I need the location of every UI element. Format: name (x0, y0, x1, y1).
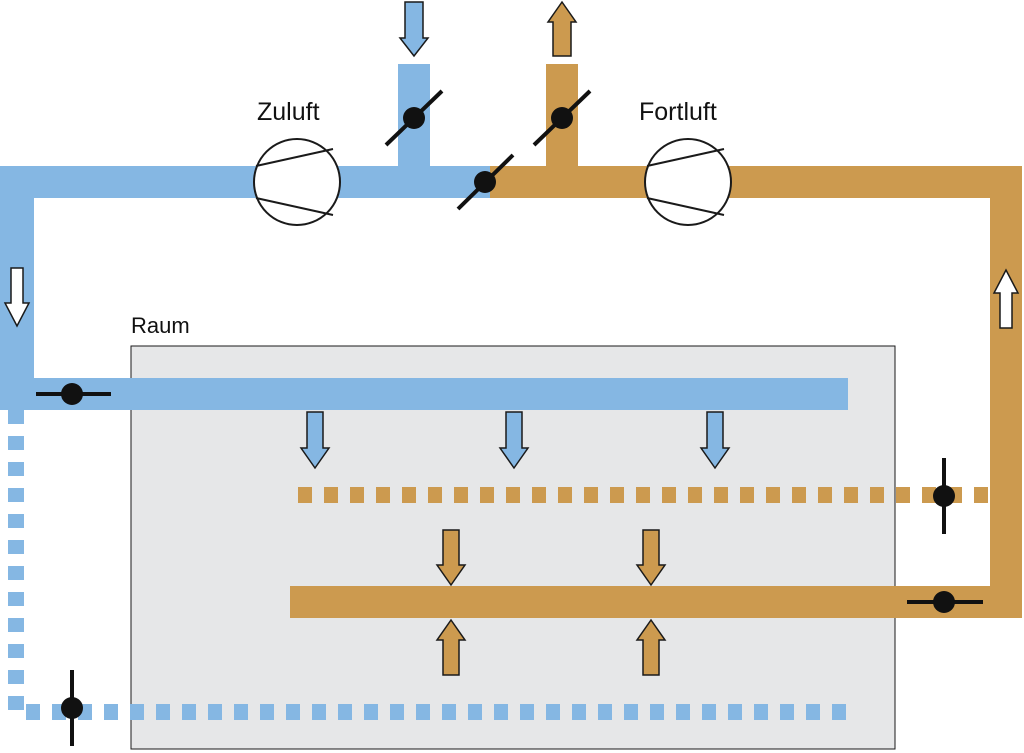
room-extract-arrow-icon (435, 618, 467, 676)
room-label: Raum (131, 313, 190, 338)
outlet-arrow-icon (546, 0, 578, 57)
room-supply-arrow-icon (699, 411, 731, 470)
exhaust-duct-system (290, 64, 1022, 618)
exhaust-duct-room (290, 586, 1022, 618)
exhaust-fan-icon (644, 138, 732, 226)
room-extract-arrow-icon (635, 529, 667, 587)
exhaust-outlet-damper-icon (532, 89, 592, 147)
supply-valve-horizontal-icon (36, 383, 111, 405)
supply-duct-room (0, 378, 848, 410)
exhaust-duct-right (990, 166, 1022, 618)
exhaust-valve-vertical-icon (933, 458, 955, 534)
room-supply-arrow-icon (498, 411, 530, 470)
room-supply-arrow-icon (299, 411, 331, 470)
exhaust-flow-arrow-icon (992, 268, 1020, 329)
exhaust-valve-horizontal-icon (907, 591, 983, 613)
supply-air-label: Zuluft (257, 98, 320, 126)
supply-valve-vertical-icon (61, 670, 83, 746)
room-extract-arrow-icon (635, 618, 667, 676)
supply-intake-damper-icon (384, 89, 444, 147)
intake-arrow-icon (398, 1, 430, 58)
recirculation-damper-icon (456, 153, 515, 211)
exhaust-duct-top (490, 166, 1022, 198)
exhaust-air-label: Fortluft (639, 98, 717, 126)
supply-flow-arrow-icon (3, 267, 31, 328)
room-extract-arrow-icon (435, 529, 467, 587)
supply-fan-icon (253, 138, 341, 226)
